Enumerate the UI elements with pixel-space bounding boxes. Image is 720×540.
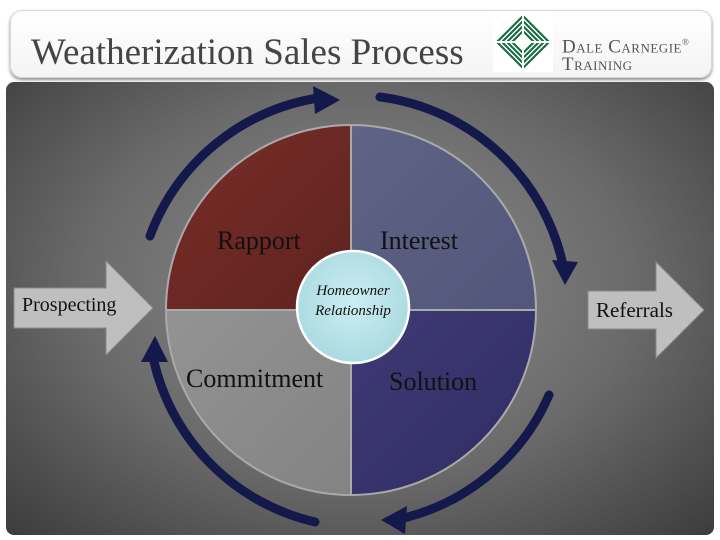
center-label-line-1: Homeowner xyxy=(316,283,390,299)
cycle-arrowhead-right-icon xyxy=(552,260,578,285)
title-bar: Weatherization Sales Process xyxy=(10,10,712,78)
logo-registered-mark: ® xyxy=(681,37,690,47)
referrals-arrow-icon xyxy=(587,260,705,360)
quadrant-label-interest: Interest xyxy=(380,226,458,255)
center-label-line-2: Relationship xyxy=(315,303,391,319)
logo-line-2: Training xyxy=(562,54,633,76)
cycle-arrow-bottom xyxy=(390,390,554,525)
center-label: Homeowner Relationship xyxy=(298,281,408,321)
quadrant-label-solution: Solution xyxy=(389,367,478,396)
cycle-arrowhead-bottom-icon xyxy=(381,506,407,534)
dale-carnegie-logo-icon xyxy=(493,12,553,72)
quadrant-interest xyxy=(350,123,538,311)
cycle-arrowhead-left-icon xyxy=(141,336,168,362)
quadrant-commitment xyxy=(164,309,352,497)
referrals-label: Referrals xyxy=(596,298,673,322)
cycle-arrow-right xyxy=(375,92,569,275)
center-circle xyxy=(295,249,411,365)
logo-wordmark: Dale Carnegie® Training xyxy=(562,33,689,74)
cycle-arrow-left xyxy=(147,347,320,527)
page-title: Weatherization Sales Process xyxy=(31,32,464,73)
logo-line-1: Dale Carnegie xyxy=(562,36,682,58)
cycle-arrowhead-top-icon xyxy=(313,86,340,114)
cycle-arrow-top xyxy=(145,93,323,241)
quadrant-rapport xyxy=(164,123,352,311)
prospecting-arrow-icon xyxy=(13,259,154,357)
quadrant-label-commitment: Commitment xyxy=(186,364,324,393)
quadrant-label-rapport: Rapport xyxy=(217,226,301,255)
prospecting-label: Prospecting xyxy=(22,294,117,316)
quadrant-solution xyxy=(350,309,538,497)
